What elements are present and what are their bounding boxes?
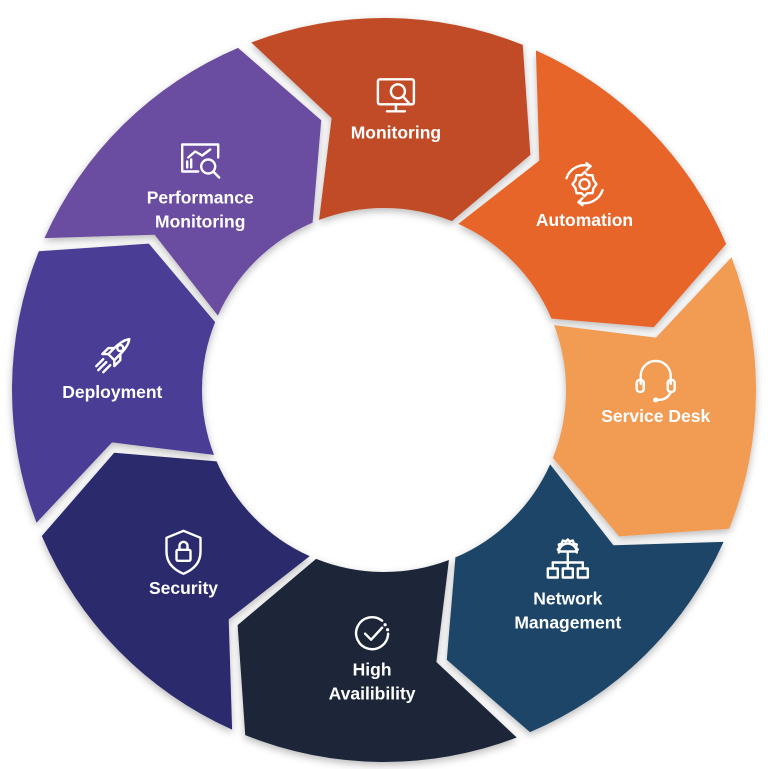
segment-content-automation: Automation xyxy=(536,161,633,230)
segment-label-line: Security xyxy=(149,578,218,598)
segment-content-security: Security xyxy=(149,529,218,598)
network-tree-icon xyxy=(546,538,589,579)
segment-content-service desk: Service Desk xyxy=(601,359,710,426)
segment-label: Security xyxy=(149,578,218,598)
segment-content-deployment: Deployment xyxy=(62,337,163,402)
segment-label-line: Automation xyxy=(536,210,633,230)
monitor-magnifier-icon xyxy=(376,78,416,113)
segment-label: Deployment xyxy=(62,382,162,402)
segment-label-line: Network xyxy=(533,589,602,609)
segment-label-line: High xyxy=(353,660,392,680)
segment-label: Monitoring xyxy=(351,122,441,142)
analytics-magnifier-icon xyxy=(180,143,221,179)
segment-performance-monitoring xyxy=(44,47,322,316)
gear-cycle-icon xyxy=(565,161,604,207)
clock-check-icon xyxy=(354,616,390,651)
segment-label: Automation xyxy=(536,210,633,230)
segment-label-line: Performance xyxy=(147,188,254,208)
segment-service desk xyxy=(552,257,757,537)
segment-label-line: Availibility xyxy=(329,684,416,704)
segment-label-line: Management xyxy=(514,613,621,633)
segment-label-line: Monitoring xyxy=(155,212,245,232)
segment-label: Service Desk xyxy=(601,406,710,426)
segment-monitoring xyxy=(251,17,531,222)
shield-lock-icon xyxy=(165,529,202,575)
segment-label-line: Service Desk xyxy=(601,406,710,426)
segment-security xyxy=(41,452,310,730)
headset-icon xyxy=(635,359,676,403)
segment-label-line: Monitoring xyxy=(351,122,441,142)
segment-network-management xyxy=(446,464,724,733)
rocket-icon xyxy=(95,337,131,374)
segment-deployment xyxy=(11,243,216,523)
segment-high-availibility xyxy=(237,558,517,763)
segment-label-line: Deployment xyxy=(62,382,162,402)
segment-content-monitoring: Monitoring xyxy=(351,78,441,142)
